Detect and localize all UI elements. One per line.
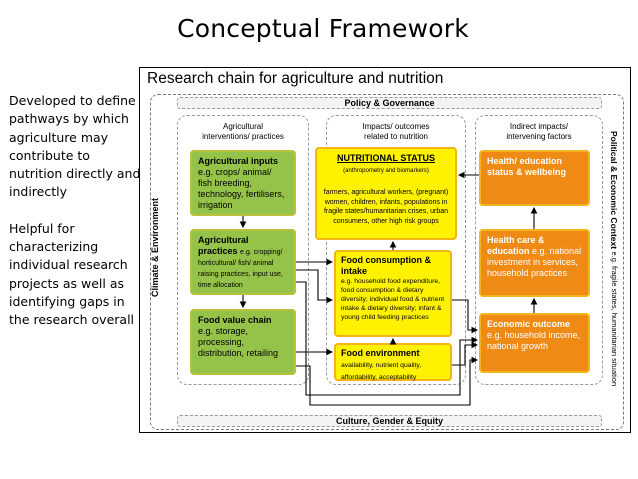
- food-value-chain-box: Food value chain e.g. storage, processin…: [190, 309, 296, 375]
- column-agricultural: Agricultural interventions/ practices: [177, 115, 309, 385]
- economic-outcome-title: Economic outcome: [487, 319, 571, 329]
- nutritional-status-subtitle: (anthropometry and biomarkers): [343, 168, 429, 174]
- agricultural-inputs-box: Agricultural inputs e.g. crops/ animal/ …: [190, 150, 296, 216]
- health-education-status-title: Health/ education status & wellbeing: [487, 156, 567, 177]
- political-title: Political & Economic Context: [609, 131, 619, 250]
- diagram-title: Research chain for agriculture and nutri…: [147, 70, 444, 87]
- culture-band: Culture, Gender & Equity: [177, 415, 602, 427]
- economic-outcome-box: Economic outcome e.g. household income, …: [479, 313, 590, 373]
- food-consumption-body: e.g. household food expenditure, food co…: [341, 278, 445, 321]
- context-boundary: [150, 94, 624, 430]
- health-care-education-title: Health care & education: [487, 235, 545, 256]
- food-environment-title: Food environment: [341, 348, 420, 358]
- climate-label: Climate & Environment: [150, 197, 160, 297]
- note-helpful: Helpful for characterizing individual re…: [9, 220, 135, 328]
- food-environment-box: Food environment availability, nutrient …: [334, 343, 452, 381]
- policy-band: Policy & Governance: [177, 97, 602, 109]
- agricultural-inputs-body: e.g. crops/ animal/ fish breeding, techn…: [198, 167, 285, 210]
- nutritional-status-title: NUTRITIONAL STATUS: [337, 153, 435, 163]
- food-consumption-box: Food consumption & intake e.g. household…: [334, 250, 452, 337]
- agricultural-practices-title: Agricultural practices: [198, 235, 249, 256]
- health-care-education-box: Health care & education e.g. national in…: [479, 229, 590, 297]
- agricultural-practices-box: Agricultural practices e.g. cropping/ ho…: [190, 229, 296, 295]
- note-pathways: Developed to define pathways by which ag…: [9, 93, 141, 200]
- agricultural-inputs-title: Agricultural inputs: [198, 156, 279, 166]
- page-title: Conceptual Framework: [177, 14, 469, 43]
- column-agricultural-header: Agricultural interventions/ practices: [202, 122, 284, 141]
- nutritional-status-box: NUTRITIONAL STATUS (anthropometry and bi…: [315, 147, 457, 240]
- health-education-status-box: Health/ education status & wellbeing: [479, 150, 590, 206]
- agricultural-practices-body: horticultural/ fish/ animal raising prac…: [198, 260, 283, 289]
- political-label: Political & Economic Context e.g. fragil…: [604, 100, 624, 418]
- food-consumption-title: Food consumption & intake: [341, 255, 431, 276]
- economic-outcome-body: e.g. household income, national growth: [487, 330, 581, 351]
- food-value-chain-body: e.g. storage, processing, distribution, …: [198, 326, 279, 358]
- nutritional-status-body: farmers, agricultural workers, (pregnant…: [323, 189, 449, 225]
- column-impacts-header: Impacts/ outcomes related to nutrition: [362, 122, 430, 141]
- column-indirect: Indirect impacts/ intervening factors: [475, 115, 603, 385]
- health-care-education-body: e.g. national investment in services, ho…: [487, 246, 582, 278]
- left-notes: Developed to define pathways by which ag…: [9, 92, 141, 330]
- political-subtitle: e.g. fragile states, humanitarian situat…: [610, 251, 619, 387]
- food-environment-body: availability, nutrient quality, affordab…: [341, 362, 422, 381]
- agricultural-practices-eg: e.g. cropping/: [240, 249, 283, 256]
- food-value-chain-title: Food value chain: [198, 315, 272, 325]
- column-indirect-header: Indirect impacts/ intervening factors: [506, 122, 572, 141]
